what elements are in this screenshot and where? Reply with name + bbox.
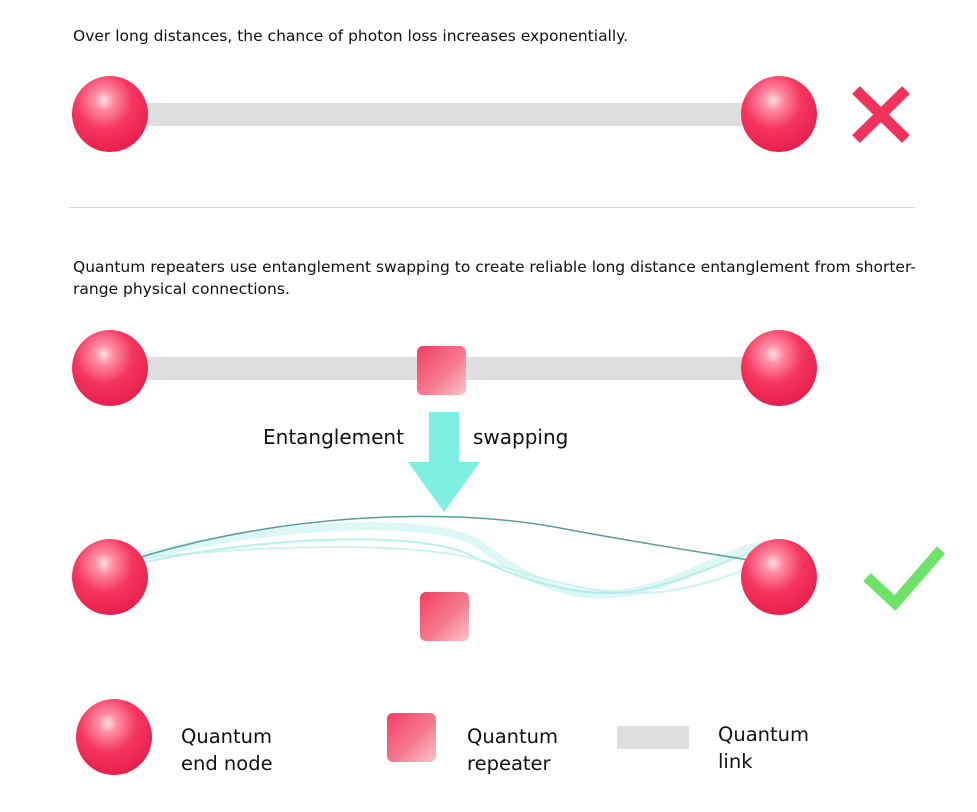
repeater-scenario bbox=[72, 330, 946, 641]
cross-icon bbox=[852, 86, 910, 143]
swap-label-left: Entanglement bbox=[263, 425, 404, 449]
end-node-left bbox=[72, 330, 148, 406]
end-node-left bbox=[72, 539, 148, 615]
end-node-right bbox=[741, 76, 817, 152]
entanglement-link bbox=[72, 515, 817, 615]
legend-link-line2: link bbox=[718, 750, 753, 773]
legend-link-label: Quantum link bbox=[718, 721, 809, 775]
legend-end-node-label: Quantum end node bbox=[181, 723, 273, 777]
quantum-link-long bbox=[110, 103, 780, 126]
end-node-right bbox=[741, 539, 817, 615]
legend-repeater-swatch bbox=[387, 713, 436, 762]
repeater-node bbox=[417, 346, 466, 395]
swap-label-right: swapping bbox=[473, 425, 569, 449]
legend-end-node-swatch bbox=[76, 699, 152, 775]
end-node-right bbox=[741, 330, 817, 406]
bottom-caption: Quantum repeaters use entanglement swapp… bbox=[73, 258, 916, 298]
legend-end-node-line1: Quantum bbox=[181, 725, 273, 748]
section-divider bbox=[69, 207, 915, 208]
legend-link-line1: Quantum bbox=[718, 723, 810, 746]
top-caption: Over long distances, the chance of photo… bbox=[73, 27, 629, 45]
legend bbox=[76, 699, 689, 775]
direct-link-scenario bbox=[72, 76, 910, 152]
legend-repeater-line1: Quantum bbox=[467, 725, 559, 748]
legend-repeater-label: Quantum repeater bbox=[467, 723, 558, 777]
end-node-left bbox=[72, 76, 148, 152]
legend-end-node-line2: end node bbox=[181, 752, 273, 775]
legend-repeater-line2: repeater bbox=[467, 752, 551, 775]
check-icon bbox=[863, 546, 946, 611]
legend-link-swatch bbox=[617, 726, 689, 749]
down-arrow-icon bbox=[408, 412, 480, 512]
repeater-node bbox=[420, 592, 469, 641]
